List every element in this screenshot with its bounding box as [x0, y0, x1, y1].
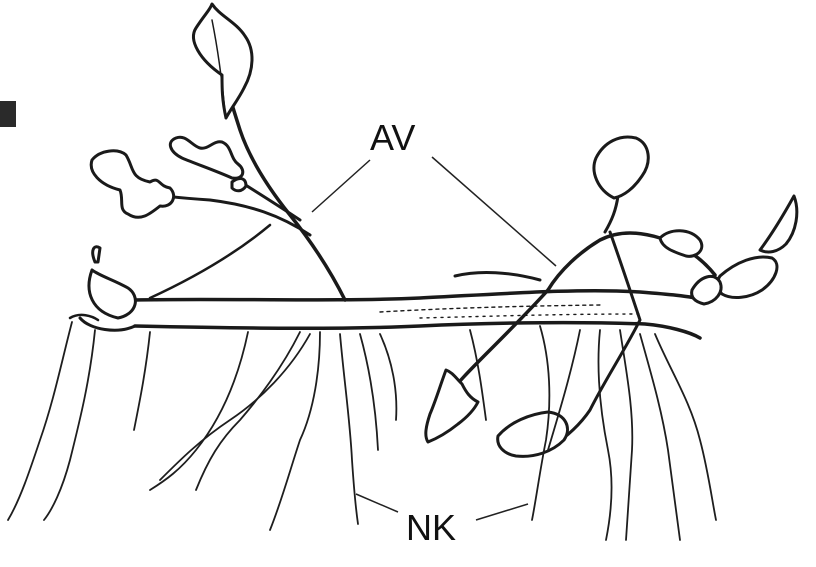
left-node	[70, 247, 135, 330]
roots	[8, 322, 716, 540]
left-shoot	[91, 4, 345, 300]
top-leaf	[194, 4, 253, 118]
right-shoot	[426, 137, 797, 456]
oval-leaf	[594, 137, 648, 198]
label-av: AV	[370, 117, 415, 158]
leader-av-left	[312, 160, 370, 212]
label-nk-group: NK	[356, 494, 528, 548]
leader-nk-left	[356, 494, 398, 512]
bud-right-2	[760, 196, 797, 252]
lobed-leaf-left	[91, 151, 173, 217]
scan-mark	[0, 101, 16, 127]
node-right	[692, 276, 721, 304]
leader-nk-right	[476, 504, 528, 520]
arrow-leaf	[426, 370, 478, 442]
leader-av-right	[432, 157, 556, 266]
label-av-group: AV	[312, 117, 556, 266]
lobed-leaf-middle	[170, 137, 242, 178]
label-nk: NK	[406, 507, 456, 548]
bud-right-1	[717, 257, 777, 298]
